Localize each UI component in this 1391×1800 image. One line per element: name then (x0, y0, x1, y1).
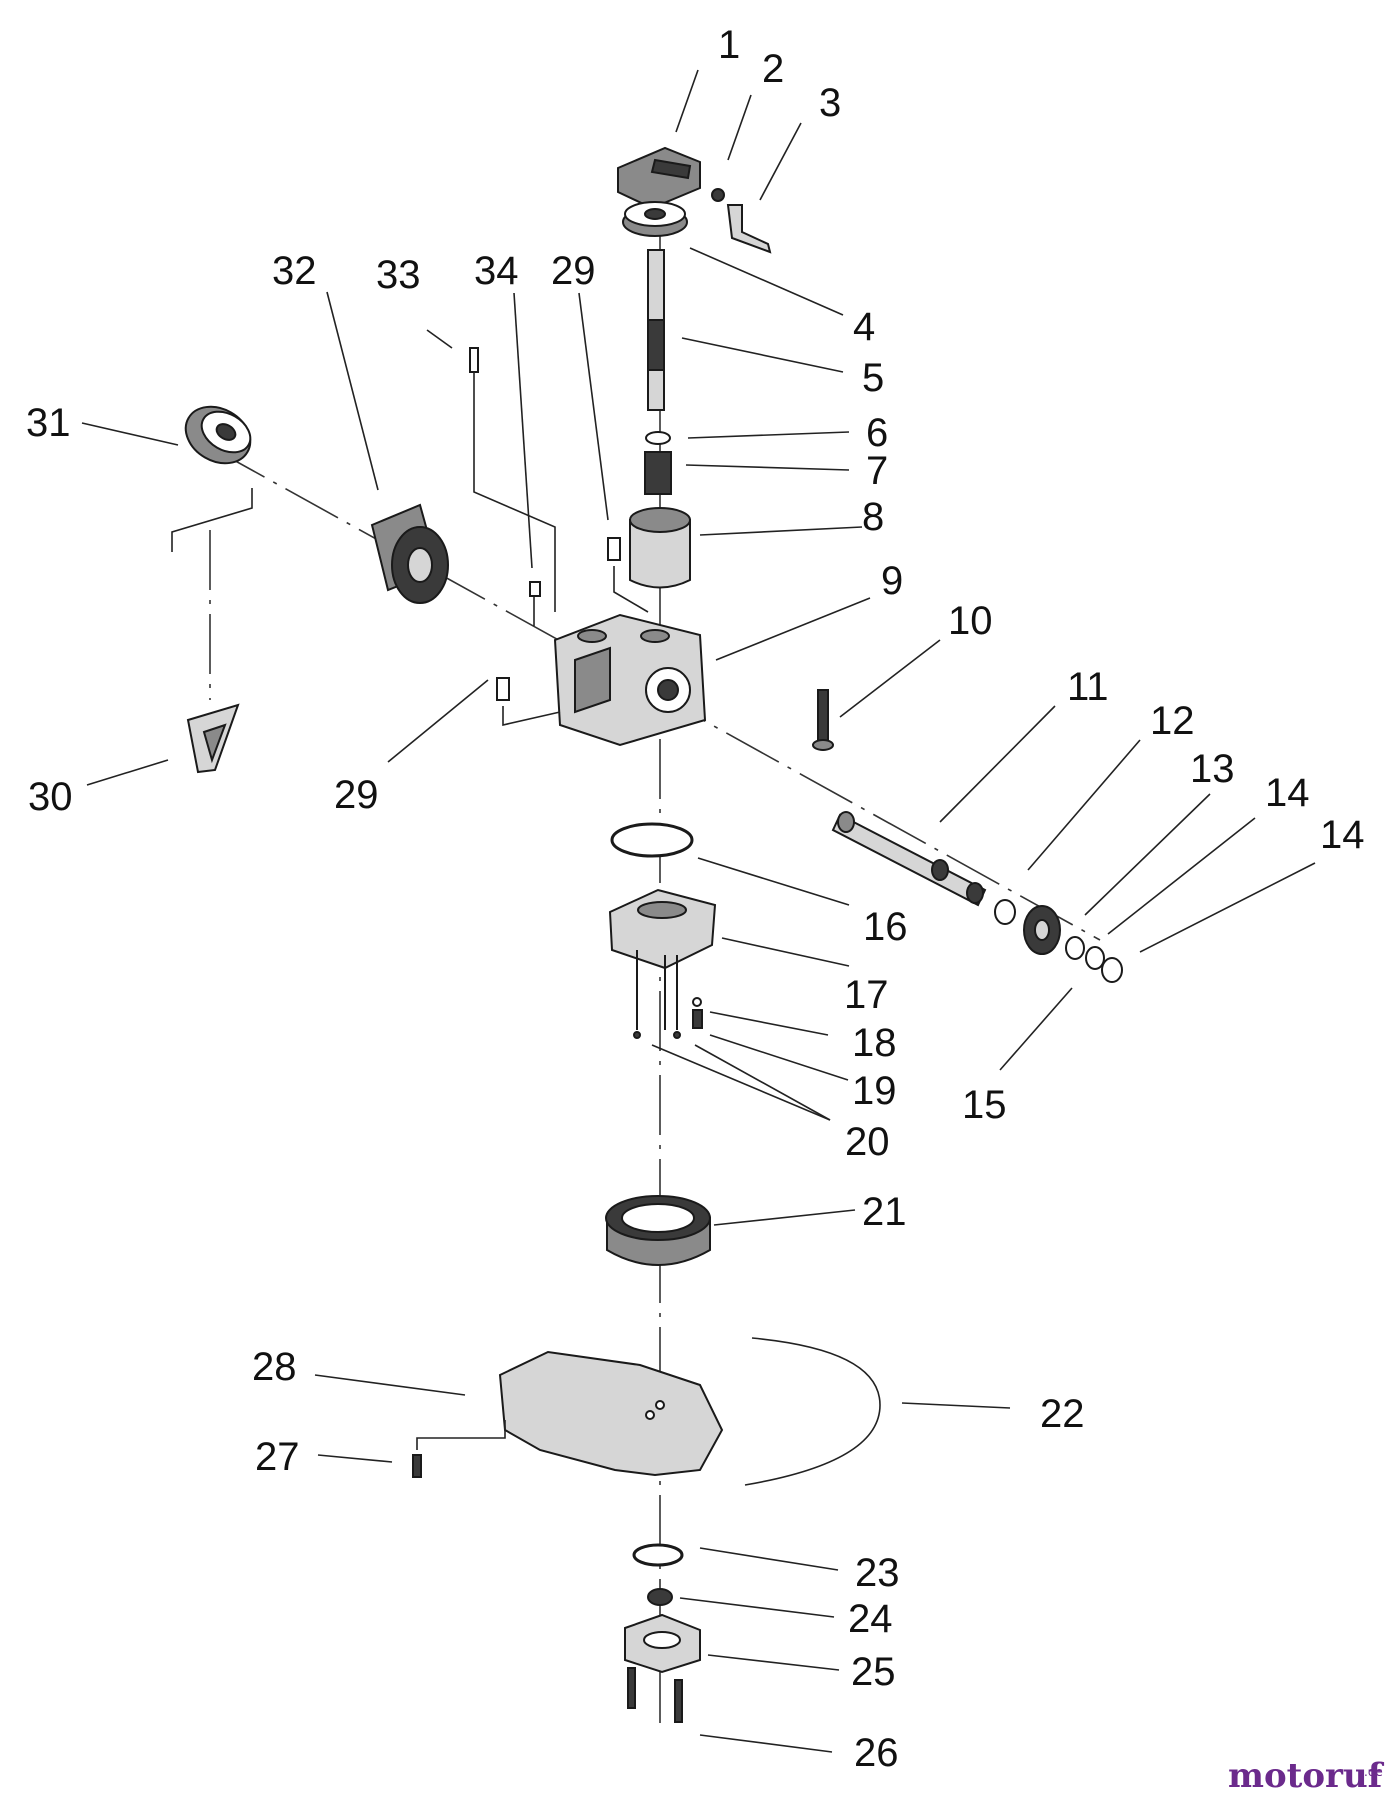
part-33-stud (469, 347, 556, 612)
part-30-bracket (186, 703, 240, 774)
part-9-housing (553, 613, 707, 747)
callout-7: 7 (866, 449, 888, 493)
callout-18: 18 (852, 1021, 897, 1065)
callout-6: 6 (866, 411, 888, 455)
callout-14-b: 14 (1320, 813, 1365, 857)
callout-26: 26 (854, 1731, 899, 1775)
watermark-suffix: .de (1364, 1765, 1383, 1779)
part-13-gear (1023, 905, 1061, 955)
callout-17: 17 (844, 973, 889, 1017)
part-8-cup (629, 507, 691, 589)
part-2-nut (711, 188, 725, 202)
part-16-o-ring (610, 822, 694, 858)
part-18-19-20-small (633, 950, 703, 1039)
part-3-arm (726, 204, 772, 254)
callout-33: 33 (376, 253, 421, 297)
callout-20: 20 (845, 1120, 890, 1164)
callout-8: 8 (862, 495, 884, 539)
watermark-name: motoruf (1228, 1756, 1385, 1796)
callout-21: 21 (862, 1190, 907, 1234)
part-4-bearing (622, 201, 688, 237)
part-7-spring (644, 451, 672, 495)
callout-27: 27 (255, 1435, 300, 1479)
callout-4: 4 (853, 305, 875, 349)
part-12-washer (994, 899, 1016, 925)
callout-15: 15 (962, 1083, 1007, 1127)
callout-29-a: 29 (551, 249, 596, 293)
leader-lines (81, 69, 1316, 1753)
part-23-o-ring (632, 1543, 684, 1567)
callout-19: 19 (852, 1069, 897, 1113)
callout-2: 2 (762, 47, 784, 91)
callout-29-b: 29 (334, 773, 379, 817)
part-5-shaft (647, 249, 665, 411)
part-22-blade-arc (744, 1337, 881, 1486)
part-28-base-plate (498, 1350, 724, 1477)
callout-12: 12 (1150, 699, 1195, 743)
callout-25: 25 (851, 1650, 896, 1694)
callout-32: 32 (272, 249, 317, 293)
part-32-drum (370, 503, 449, 604)
callout-9: 9 (881, 559, 903, 603)
callout-31: 31 (26, 401, 71, 445)
callout-24: 24 (848, 1597, 893, 1641)
part-27-screw (412, 1420, 506, 1478)
part-29-pins (496, 537, 649, 727)
part-25-flange (624, 1613, 701, 1674)
callout-30: 30 (28, 775, 73, 819)
callout-22: 22 (1040, 1392, 1085, 1436)
callout-34: 34 (474, 249, 519, 293)
part-24-nut (647, 1588, 673, 1606)
part-26-bolts (627, 1667, 683, 1723)
callout-10: 10 (948, 599, 993, 643)
callout-11: 11 (1067, 665, 1109, 709)
part-1-control-lever (617, 146, 701, 210)
callout-13: 13 (1190, 747, 1235, 791)
part-11-drive-shaft (831, 811, 987, 907)
motoruf-watermark-logo: motoruf .de (1228, 1756, 1385, 1796)
callout-28: 28 (252, 1345, 297, 1389)
part-31-bearing (184, 405, 252, 465)
part-34-pin (529, 581, 541, 626)
callout-23: 23 (855, 1551, 900, 1595)
part-14-15-rings (1065, 936, 1123, 983)
callout-labels: 1 2 3 4 5 6 7 8 9 10 11 12 13 14 14 15 1… (26, 23, 1365, 1775)
callout-3: 3 (819, 81, 841, 125)
part-10-bolt (812, 689, 834, 751)
callout-14-a: 14 (1265, 771, 1310, 815)
callout-5: 5 (862, 356, 884, 400)
callout-16: 16 (863, 905, 908, 949)
part-17-cover (608, 888, 717, 970)
part-6-ring (645, 431, 671, 445)
part-21-bearing (605, 1195, 711, 1266)
callout-1: 1 (718, 23, 740, 67)
